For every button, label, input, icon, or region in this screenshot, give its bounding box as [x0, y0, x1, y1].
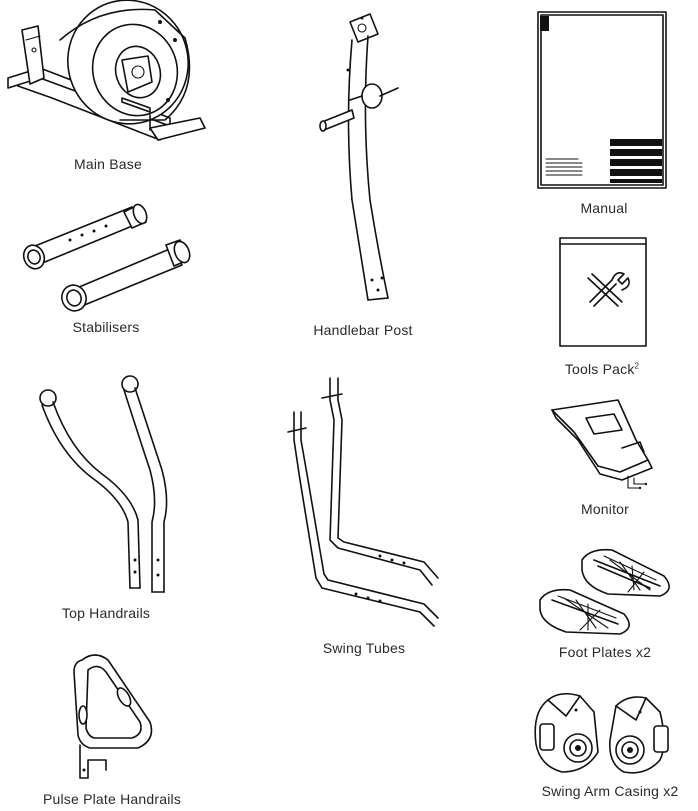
top-handrails-illustration: [39, 375, 168, 593]
pulse-plate-handrails-label: Pulse Plate Handrails: [42, 791, 182, 807]
stabilisers-label: Stabilisers: [72, 319, 140, 335]
monitor-label: Monitor: [580, 501, 630, 517]
foot-plates-label: Foot Plates x2: [558, 644, 652, 660]
manual-label: Manual: [580, 200, 628, 216]
swing-tubes-label: Swing Tubes: [322, 640, 406, 656]
tools-bag-illustration: [559, 237, 647, 347]
manual-booklet-illustration: [537, 11, 667, 189]
top-handrails-label: Top Handrails: [61, 605, 151, 621]
swing-tubes-illustration: [287, 377, 439, 627]
tools-pack-label: Tools Pack2: [565, 361, 639, 377]
foot-plates-illustration: [539, 548, 670, 635]
main-base-label: Main Base: [74, 156, 142, 172]
swing-arm-casing-label: Swing Arm Casing x2: [541, 783, 679, 799]
pulse-handrail-illustration: [73, 654, 153, 779]
stabilisers-illustration: [22, 203, 191, 312]
monitor-console-illustration: [551, 399, 653, 490]
handlebar-post-illustration: [319, 13, 399, 301]
main-base-illustration: [7, 0, 206, 141]
tools-pack-text: Tools Pack: [564, 361, 635, 377]
tools-pack-footnote: 2: [634, 361, 640, 371]
swing-arm-casing-illustration: [534, 692, 669, 774]
handlebar-post-label: Handlebar Post: [313, 322, 413, 338]
